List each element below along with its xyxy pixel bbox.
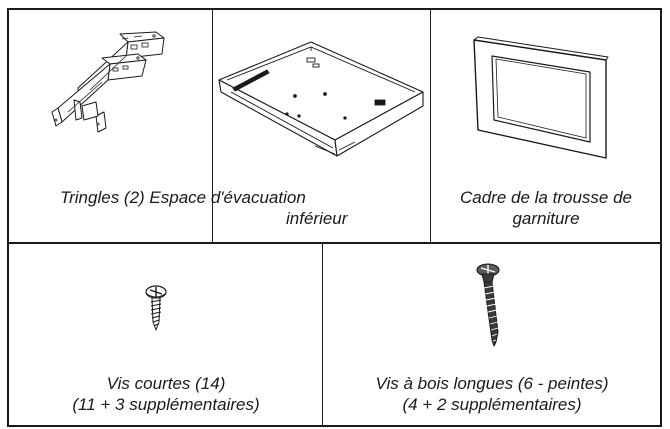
long-screw-icon [476, 263, 500, 347]
rails-caption: Tringles (2) Espace d'évacuation inférie… [60, 187, 400, 229]
long-wood-screw-illustration [474, 262, 508, 348]
rails-caption-line2: inférieur [286, 209, 348, 228]
grid-top-divider-1 [212, 8, 213, 243]
bottom-vent-illustration [215, 22, 425, 164]
rails-illustration [38, 28, 168, 136]
short-screws-caption: Vis courtes (14) (11 + 3 supplémentaires… [14, 373, 318, 415]
trim-frame-caption: Cadre de la trousse de garniture [436, 187, 656, 229]
grid-bottom-divider [322, 243, 323, 426]
long-wood-screws-caption: Vis à bois longues (6 - peintes) (4 + 2 … [328, 373, 656, 415]
short-screws-caption-line1: Vis courtes (14) [106, 374, 226, 393]
trim-frame-caption-line1: Cadre de la trousse de [460, 188, 632, 207]
grid-top-border [7, 8, 662, 10]
rails-caption-line1: Tringles (2) Espace d'évacuation [60, 188, 306, 207]
vent-pan-icon [218, 41, 424, 157]
frame-icon [473, 36, 609, 159]
long-wood-screws-caption-line2: (4 + 2 supplémentaires) [402, 395, 582, 414]
grid-middle-divider [7, 242, 662, 244]
grid-top-divider-2 [430, 8, 431, 243]
short-screw-illustration [142, 284, 174, 332]
grid-bottom-border [7, 425, 662, 427]
grid-left-border [7, 8, 9, 427]
grid-right-border [660, 8, 662, 427]
short-screws-caption-line2: (11 + 3 supplémentaires) [72, 395, 260, 414]
trim-frame-illustration [470, 34, 612, 160]
rails-icon [51, 31, 165, 133]
long-wood-screws-caption-line1: Vis à bois longues (6 - peintes) [375, 374, 609, 393]
trim-frame-caption-line2: garniture [512, 209, 580, 228]
short-screw-icon [145, 285, 167, 331]
